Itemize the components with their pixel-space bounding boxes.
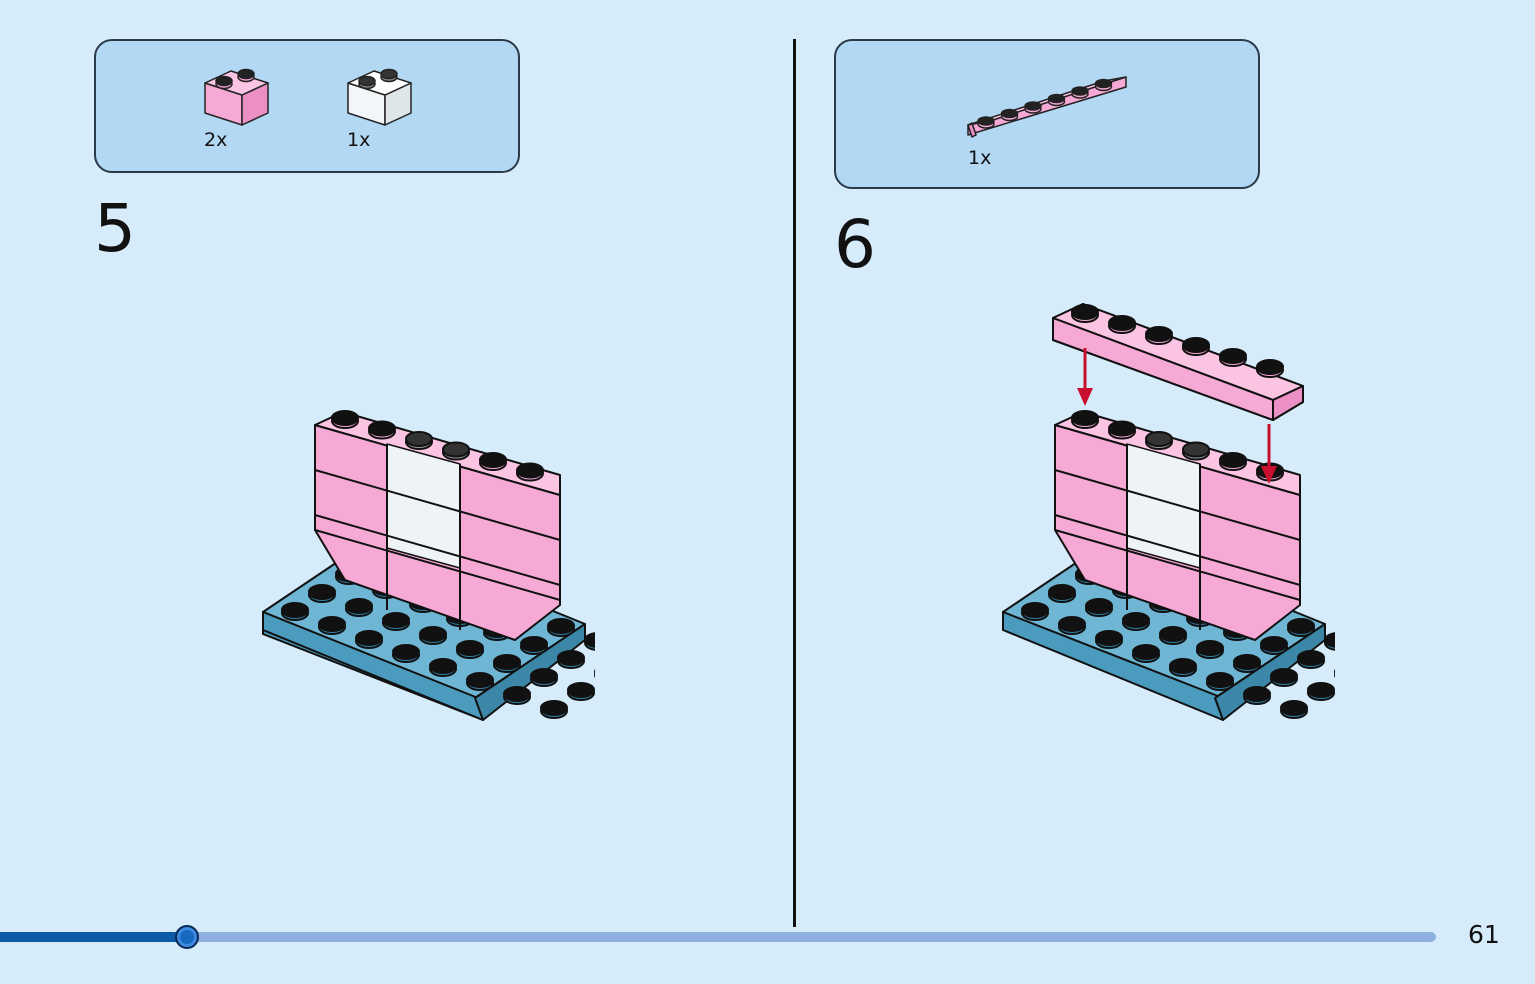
page-divider	[793, 39, 796, 927]
part-qty: 2x	[204, 129, 228, 151]
pink-plate-1x6-icon	[967, 76, 1127, 138]
step-6-model-illustration	[1002, 303, 1335, 721]
part-qty: 1x	[347, 129, 371, 151]
transparent-brick-1x2-icon	[347, 68, 412, 126]
progress-track	[0, 932, 1436, 942]
step-number: 6	[834, 206, 876, 283]
pink-brick-1x2-icon	[204, 68, 269, 126]
arrow-icon	[1077, 348, 1277, 484]
page-number: 61	[1468, 920, 1500, 949]
progress-fill	[0, 932, 187, 942]
progress-knob[interactable]	[174, 925, 199, 949]
step-5-model-illustration	[262, 410, 595, 721]
step-number: 5	[94, 190, 136, 267]
part-qty: 1x	[968, 147, 992, 169]
parts-callout-step-5: 2x 1x	[94, 39, 520, 173]
parts-callout-step-6: 1x	[834, 39, 1260, 189]
